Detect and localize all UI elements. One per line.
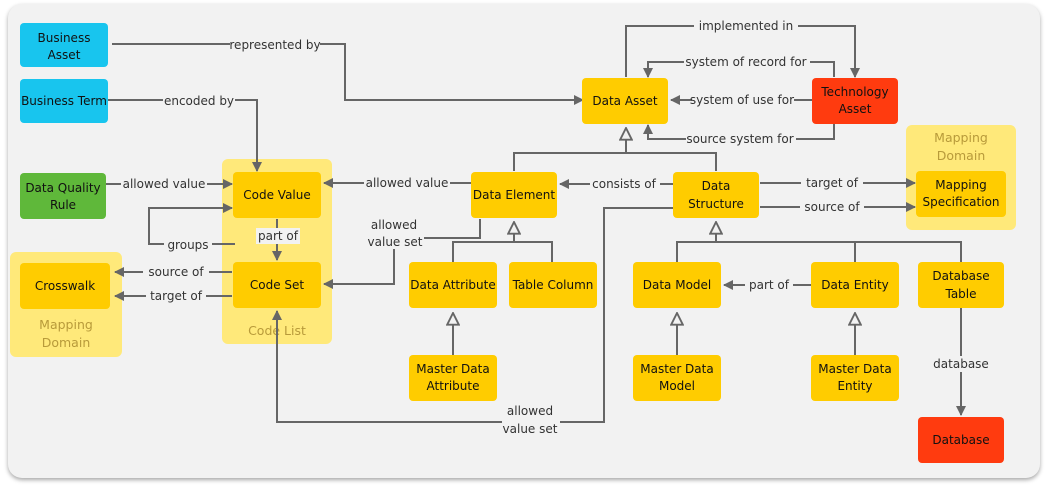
node-data-element-label: Data Element (473, 188, 555, 202)
edge-labels: represented by encoded by allowed value … (121, 18, 990, 436)
node-database-table[interactable]: Database Table (918, 262, 1004, 308)
edge-encoded-by (108, 99, 262, 172)
node-technology-asset[interactable]: Technology Asset (812, 78, 898, 124)
label-source-system-for: source system for (686, 132, 793, 146)
label-implemented-in: implemented in (699, 19, 794, 33)
label-source-of-cw: source of (148, 265, 204, 279)
label-target-of-ms: target of (806, 176, 859, 190)
edge-generalization-data-structure-bus (676, 241, 962, 262)
node-master-data-model[interactable]: Master Data Model (633, 355, 721, 401)
edge-generalization-data-asset-bus (513, 152, 717, 171)
edge-allowed-value-set-ds (272, 207, 673, 423)
region-mapping-domain-left-label-2: Domain (42, 335, 91, 350)
label-allowed-value-set-ds-2: value set (503, 422, 558, 436)
node-data-structure[interactable]: Data Structure (673, 172, 759, 218)
edge-generalization-data-element-bus (452, 241, 553, 262)
label-encoded-by: encoded by (164, 94, 234, 108)
label-system-of-record-for: system of record for (685, 55, 806, 69)
label-represented-by: represented by (229, 38, 320, 52)
node-master-data-attribute-label-2: Attribute (427, 379, 480, 393)
node-table-column-label: Table Column (512, 278, 594, 292)
node-mapping-specification-label-2: Specification (922, 195, 999, 209)
node-data-structure-label-2: Structure (688, 197, 744, 211)
node-master-data-attribute-label-1: Master Data (416, 362, 489, 376)
node-database-label: Database (932, 433, 989, 447)
node-data-quality-rule[interactable]: Data Quality Rule (20, 173, 106, 219)
label-allowed-value-de: allowed value (366, 176, 449, 190)
node-data-structure-label-1: Data (702, 179, 731, 193)
edge-represented-by (112, 43, 584, 105)
node-master-data-model-label-2: Model (659, 379, 695, 393)
node-crosswalk-label: Crosswalk (35, 279, 95, 293)
node-code-set[interactable]: Code Set (233, 262, 321, 308)
label-source-of-ms: source of (804, 200, 860, 214)
node-code-set-label: Code Set (250, 278, 305, 292)
node-data-model-label: Data Model (643, 278, 712, 292)
node-mapping-specification-label-1: Mapping (935, 178, 987, 192)
node-database-table-label-2: Table (944, 287, 976, 301)
label-target-of-cw: target of (150, 289, 203, 303)
node-data-quality-rule-label-1: Data Quality (25, 181, 100, 195)
node-data-element[interactable]: Data Element (471, 172, 557, 218)
node-code-value[interactable]: Code Value (233, 172, 321, 218)
node-mapping-specification[interactable]: Mapping Specification (916, 171, 1006, 217)
node-code-value-label: Code Value (243, 188, 311, 202)
node-business-asset-label-1: Business (38, 31, 91, 45)
node-master-data-entity-label-1: Master Data (818, 362, 891, 376)
node-data-asset-label: Data Asset (592, 94, 658, 108)
node-business-asset[interactable]: Business Asset (20, 23, 108, 67)
node-data-entity-label: Data Entity (821, 278, 889, 292)
node-business-term[interactable]: Business Term (20, 79, 108, 123)
label-groups: groups (167, 238, 208, 252)
node-crosswalk[interactable]: Crosswalk (20, 263, 110, 309)
node-data-attribute-label: Data Attribute (410, 278, 495, 292)
node-data-attribute[interactable]: Data Attribute (409, 262, 497, 308)
node-master-data-model-label-1: Master Data (640, 362, 713, 376)
label-allowed-value-set-ds-1: allowed (507, 404, 553, 418)
node-database[interactable]: Database (918, 417, 1004, 463)
node-master-data-attribute[interactable]: Master Data Attribute (409, 355, 497, 401)
node-technology-asset-label-2: Asset (839, 102, 872, 116)
node-table-column[interactable]: Table Column (509, 262, 597, 308)
label-allowed-value-dq: allowed value (123, 177, 206, 191)
region-mapping-domain-right-label-1: Mapping (934, 130, 988, 145)
region-mapping-domain-right-label-2: Domain (937, 148, 986, 163)
label-consists-of: consists of (592, 177, 656, 191)
node-data-entity[interactable]: Data Entity (811, 262, 899, 308)
node-data-asset[interactable]: Data Asset (582, 78, 668, 124)
node-data-model[interactable]: Data Model (633, 262, 721, 308)
label-part-of-dm: part of (749, 278, 790, 292)
node-database-table-label-1: Database (932, 269, 989, 283)
label-system-of-use-for: system of use for (690, 93, 794, 107)
node-master-data-entity-label-2: Entity (837, 379, 872, 393)
node-data-quality-rule-label-2: Rule (50, 198, 76, 212)
label-allowed-value-set-de-2: value set (368, 235, 423, 249)
node-technology-asset-label-1: Technology (820, 85, 888, 99)
region-mapping-domain-left-label-1: Mapping (39, 317, 93, 332)
node-business-asset-label-2: Asset (48, 48, 81, 62)
nodes: Business Asset Business Term Data Qualit… (20, 23, 1006, 463)
label-part-of-cv: part of (258, 229, 299, 243)
label-database: database (933, 357, 989, 371)
node-master-data-entity[interactable]: Master Data Entity (811, 355, 899, 401)
label-allowed-value-set-de-1: allowed (371, 218, 417, 232)
node-business-term-label: Business Term (21, 94, 107, 108)
